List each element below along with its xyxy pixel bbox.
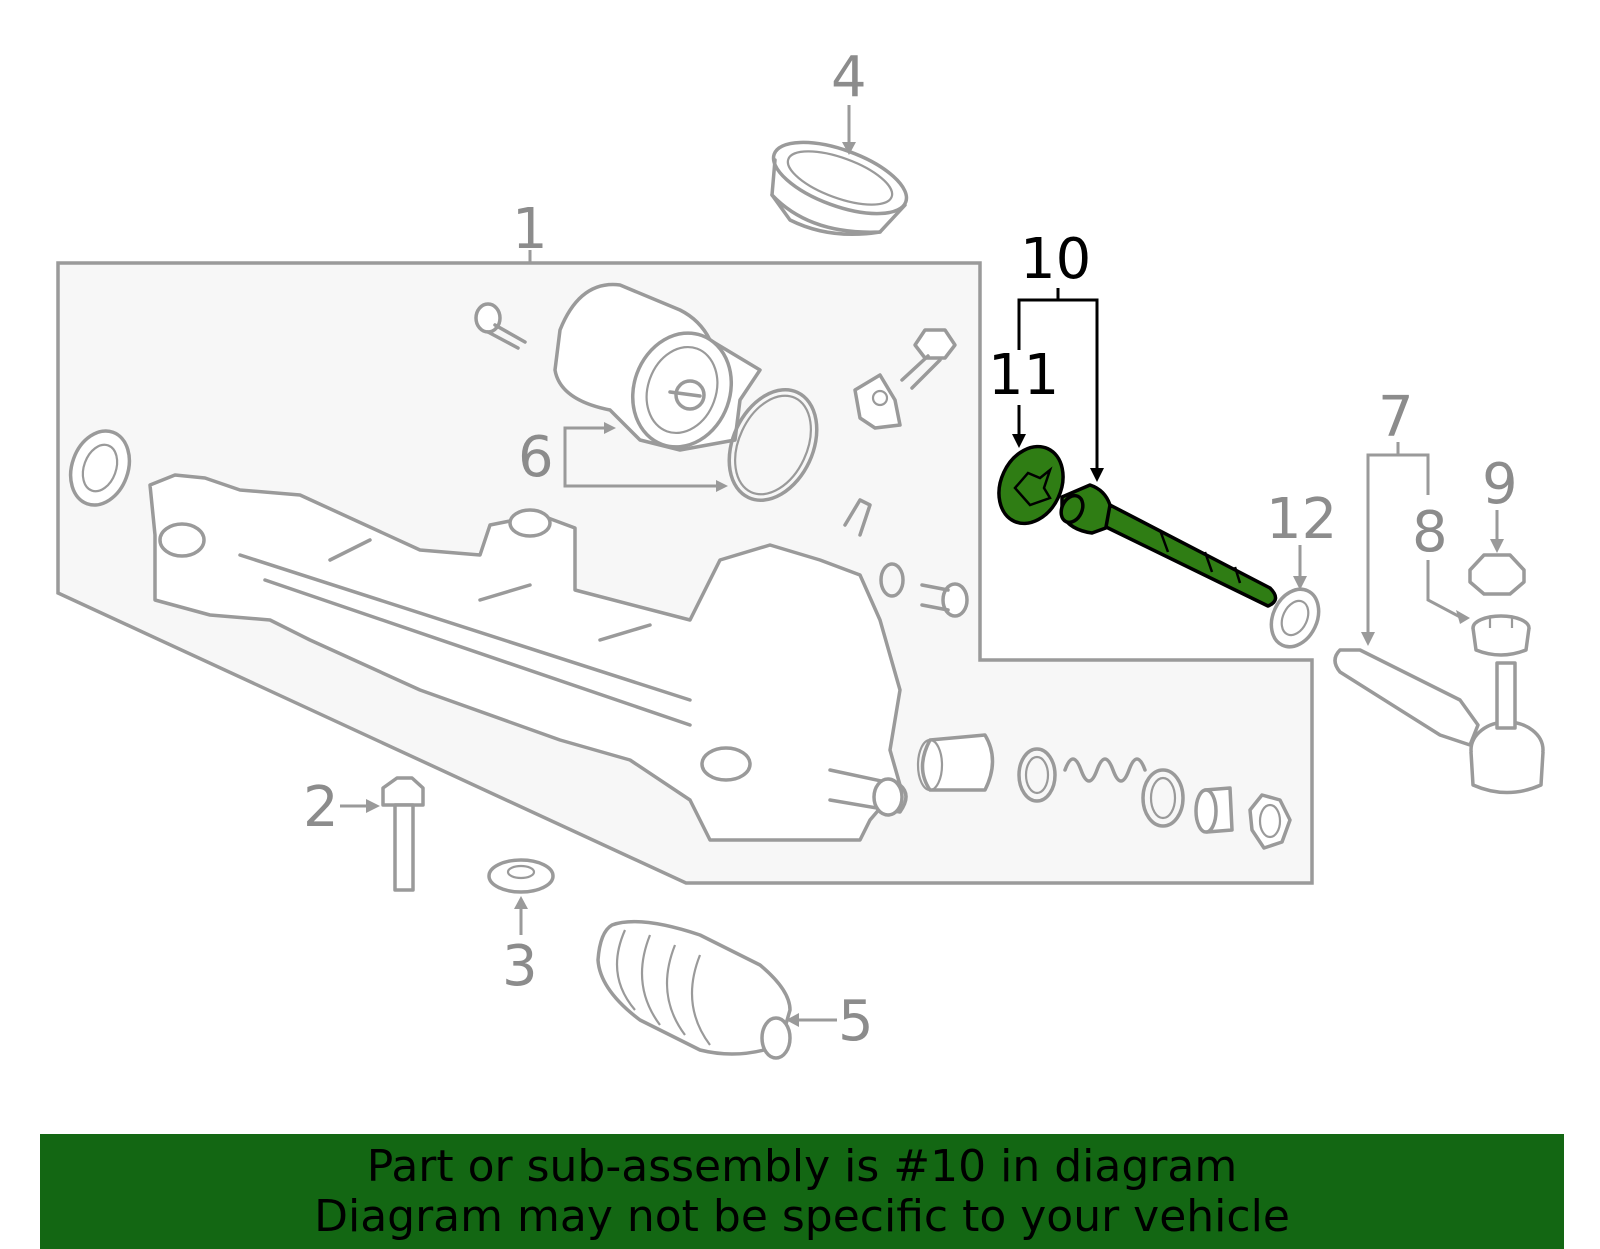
arrow-10 <box>1090 468 1104 482</box>
label-8: 8 <box>1412 500 1448 565</box>
spring[interactable] <box>1063 757 1147 783</box>
label-3: 3 <box>502 934 538 999</box>
info-banner: Part or sub-assembly is #10 in diagram D… <box>40 1134 1564 1249</box>
arrow-11 <box>1012 434 1026 448</box>
arrow-8 <box>1456 610 1470 624</box>
label-6: 6 <box>518 425 554 490</box>
arrow-12 <box>1293 576 1307 590</box>
small-washer-a[interactable] <box>879 562 905 598</box>
small-bolt-top[interactable] <box>474 302 527 350</box>
bracket[interactable] <box>853 373 902 430</box>
banner-line-1: Part or sub-assembly is #10 in diagram <box>366 1141 1238 1192</box>
arrow-9 <box>1490 539 1504 553</box>
label-4: 4 <box>831 45 867 110</box>
banner-line-2: Diagram may not be specific to your vehi… <box>314 1191 1290 1242</box>
part-2-bolt[interactable] <box>381 776 425 892</box>
leader-7-8 <box>1366 442 1430 638</box>
label-2: 2 <box>303 775 339 840</box>
o-ring-b[interactable] <box>1017 747 1057 803</box>
part-10-inner-tie-rod[interactable] <box>1057 483 1278 608</box>
part-4-cover[interactable] <box>765 128 916 237</box>
small-bolt-b[interactable] <box>920 582 969 618</box>
leader-6 <box>563 426 722 488</box>
assembly-outline-1 <box>56 261 1314 885</box>
part-6-motor[interactable] <box>553 282 762 461</box>
part-11-plate[interactable] <box>987 436 1075 534</box>
arrow-2 <box>366 799 380 813</box>
leader-10 <box>1017 288 1099 475</box>
part-1-rack-housing[interactable] <box>148 473 908 842</box>
leader-8 <box>1426 560 1463 620</box>
adjuster-sleeve[interactable] <box>916 733 995 792</box>
seal-left[interactable] <box>61 423 140 514</box>
bolt-right[interactable] <box>900 328 957 390</box>
part-6-o-ring[interactable] <box>712 376 834 515</box>
label-1: 1 <box>512 197 548 262</box>
arrow-5 <box>786 1013 799 1027</box>
bushing[interactable] <box>1194 786 1234 834</box>
arrow-6a <box>604 422 616 434</box>
part-8-nut[interactable] <box>1471 614 1531 657</box>
part-9-hex-nut[interactable] <box>1468 553 1526 596</box>
label-11: 11 <box>988 343 1059 408</box>
arrow-4 <box>842 142 856 155</box>
label-5: 5 <box>838 989 874 1054</box>
seal-c[interactable] <box>1141 768 1185 828</box>
part-5-boot[interactable] <box>596 919 792 1060</box>
label-7: 7 <box>1378 385 1414 450</box>
part-3-washer[interactable] <box>487 858 555 894</box>
label-12: 12 <box>1266 487 1337 552</box>
label-10: 10 <box>1020 227 1091 292</box>
locknut[interactable] <box>1248 793 1292 850</box>
arrow-6b <box>716 480 728 492</box>
part-12-ring[interactable] <box>1262 582 1327 655</box>
part-7-tie-rod-end[interactable] <box>1333 648 1545 795</box>
label-9: 9 <box>1482 452 1518 517</box>
arrow-3 <box>514 896 528 909</box>
arrow-7 <box>1361 632 1375 646</box>
